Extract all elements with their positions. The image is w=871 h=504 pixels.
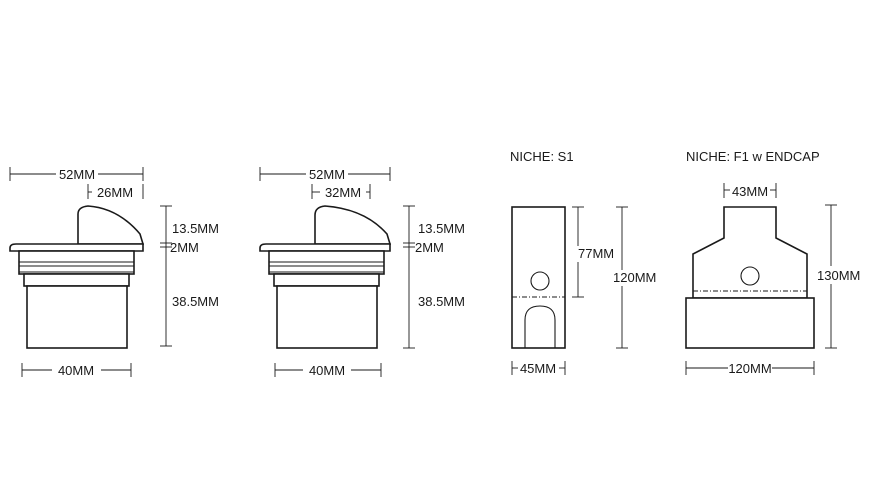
- niche-s1-view: NICHE: S1 77MM 120MM 45MM: [510, 149, 656, 376]
- niche-f1-endcap: [685, 297, 815, 349]
- fixture-1-cap: [77, 205, 145, 245]
- fixture-1-flange: [9, 243, 144, 252]
- dim-top-width-label: 43MM: [732, 184, 768, 199]
- dim-bottom-width-label: 40MM: [309, 363, 345, 378]
- fixture-2-cap: [314, 205, 392, 245]
- niche-s1-title: NICHE: S1: [510, 149, 574, 164]
- niche-f1-title: NICHE: F1 w ENDCAP: [686, 149, 820, 164]
- fixture-view-2: 52MM 32MM 13.5MM 2MM 38.5MM 40MM: [259, 167, 465, 378]
- niche-f1-hole: [740, 266, 760, 286]
- fixture-view-1: 52MM 26MM 13.5MM 2MM 38.5MM 40MM: [9, 167, 219, 378]
- dim-flange-label: 2MM: [415, 240, 444, 255]
- niche-f1-housing: [692, 206, 808, 299]
- dim-top-width-label: 52MM: [309, 167, 345, 182]
- dim-total-height-label: 130MM: [817, 268, 860, 283]
- niche-s1-opening: [524, 305, 556, 348]
- niche-f1-view: NICHE: F1 w ENDCAP 43MM 130MM 120MM: [685, 149, 860, 376]
- dim-top-width-label: 52MM: [59, 167, 95, 182]
- dim-body-height-label: 38.5MM: [418, 294, 465, 309]
- niche-s1-body: [511, 206, 566, 349]
- dim-upper-height-label: 77MM: [578, 246, 614, 261]
- dim-bottom-width-label: 40MM: [58, 363, 94, 378]
- dim-cap-height-label: 13.5MM: [172, 221, 219, 236]
- dim-total-height-label: 120MM: [613, 270, 656, 285]
- dim-width-label: 45MM: [520, 361, 556, 376]
- dim-cap-width-label: 26MM: [97, 185, 133, 200]
- dim-cap-height-label: 13.5MM: [418, 221, 465, 236]
- fixture-1-body: [23, 273, 130, 287]
- fixture-2-flange: [259, 243, 391, 252]
- dim-cap-width-label: 32MM: [325, 185, 361, 200]
- niche-s1-hole: [530, 271, 550, 291]
- dim-flange-label: 2MM: [170, 240, 199, 255]
- fixture-2-body: [273, 273, 380, 287]
- dim-width-label: 120MM: [728, 361, 771, 376]
- dim-body-height-label: 38.5MM: [172, 294, 219, 309]
